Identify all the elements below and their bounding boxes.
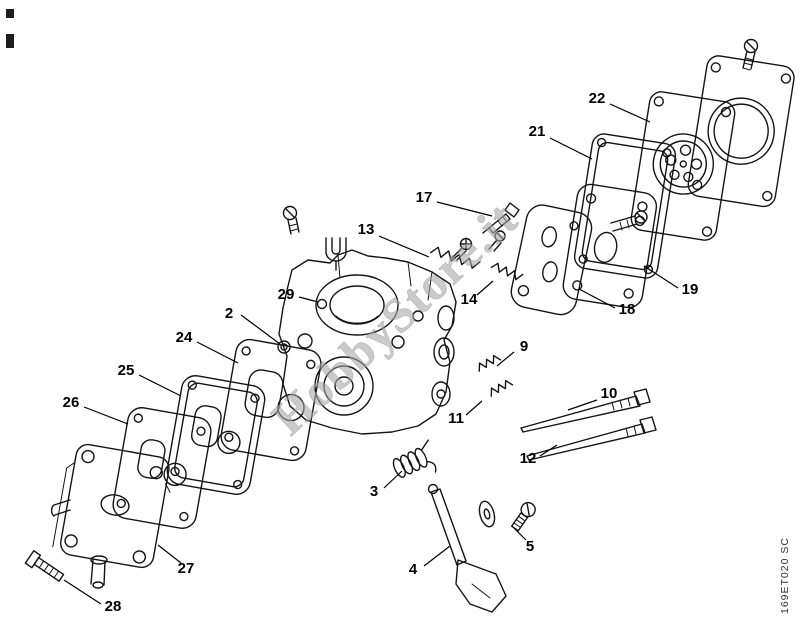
leader-line-4 [423, 545, 451, 567]
part-29-clevis-drawing [325, 237, 347, 271]
part-number-2: 2 [225, 305, 233, 322]
part-11-spring-drawing [490, 379, 514, 397]
part-3-spring-drawing [392, 439, 437, 478]
part-number-5: 5 [526, 538, 534, 555]
part-13-spring-drawing [429, 246, 481, 269]
drawing-code-text: 169ET020 SC [779, 537, 791, 614]
part-10-needle-drawing [520, 388, 651, 433]
leader-line-3 [383, 470, 403, 489]
small-screw-drawing [488, 230, 506, 252]
leader-line-21 [549, 137, 593, 160]
body-top-screw-drawing [282, 205, 300, 235]
leader-line-5 [511, 525, 527, 541]
leader-line-13 [378, 235, 430, 258]
part-28-screw-drawing [24, 550, 65, 582]
part-number-11: 11 [448, 410, 464, 427]
carburetor-body-drawing [277, 249, 457, 435]
part-number-3: 3 [370, 483, 378, 500]
leader-line-14 [476, 280, 494, 296]
leader-line-10 [567, 399, 598, 411]
part-4-lever-drawing [427, 483, 507, 613]
leader-line-18 [578, 288, 616, 309]
part-number-18: 18 [619, 301, 636, 318]
part-number-25: 25 [118, 362, 135, 379]
part-labels-layer: 2 3 4 5 9 10 11 12 13 14 17 18 19 21 22 24 25 26 27 28 29 [63, 90, 699, 615]
leader-line-22 [609, 103, 651, 123]
part-14-spring-drawing [490, 262, 524, 281]
leader-line-28 [63, 579, 102, 605]
print-registration-marks [6, 9, 14, 48]
part-number-22: 22 [589, 90, 606, 107]
part-number-4: 4 [409, 561, 418, 578]
drawing-layer [24, 38, 795, 613]
part-number-28: 28 [105, 598, 122, 615]
part-number-21: 21 [529, 123, 546, 140]
part-number-10: 10 [601, 385, 618, 402]
leader-line-29 [298, 296, 319, 303]
part-18-plate-drawing [510, 204, 593, 316]
part-17-needle-screw-drawing [482, 202, 520, 234]
part-21-gasket-drawing [573, 133, 677, 279]
part-22-diaphragm-drawing [630, 91, 736, 241]
leader-line-19 [643, 265, 679, 289]
part-12-needle-drawing [526, 416, 657, 461]
leader-line-26 [83, 406, 129, 425]
part-number-17: 17 [416, 189, 433, 206]
leader-line-24 [196, 341, 239, 364]
part-24-gasket-drawing [220, 338, 322, 462]
leader-line-27 [157, 544, 182, 564]
part-25-diaphragm-drawing [166, 375, 266, 495]
part-9-spring-drawing [478, 354, 502, 372]
part-number-29: 29 [278, 286, 295, 303]
part-number-12: 12 [520, 450, 537, 467]
leader-line-11 [465, 400, 483, 416]
part-5-screw-drawing [510, 501, 536, 532]
part-27-pump-cover-drawing [50, 443, 171, 589]
part-number-27: 27 [178, 560, 195, 577]
leader-line-2 [240, 314, 281, 345]
leader-line-17 [436, 201, 493, 217]
part-number-14: 14 [461, 291, 478, 308]
part-number-24: 24 [176, 329, 193, 346]
part-number-9: 9 [520, 338, 528, 355]
watermark-text: HobbyStore.it [262, 192, 528, 445]
part-19-screw-drawing [610, 210, 648, 232]
leader-line-12 [539, 444, 558, 457]
end-cover-plate-drawing [687, 55, 795, 208]
part-number-19: 19 [682, 281, 699, 298]
leader-line-25 [138, 374, 182, 397]
part-number-26: 26 [63, 394, 80, 411]
cross-screw-drawing [451, 237, 473, 261]
part-26-gasket-drawing [112, 407, 212, 529]
leader-line-9 [496, 351, 515, 367]
part-number-13: 13 [358, 221, 375, 238]
part-5-washer-drawing [478, 500, 496, 528]
cover-screw-drawing [742, 38, 759, 71]
